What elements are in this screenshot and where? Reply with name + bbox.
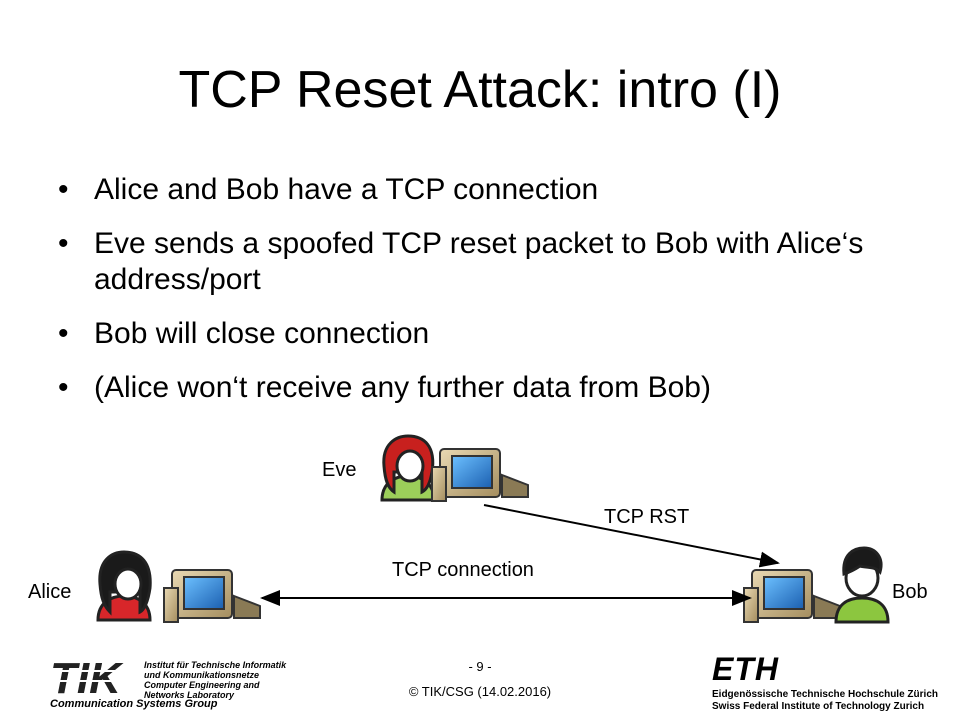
alice-label: Alice — [28, 581, 72, 603]
tcp-rst-label: TCP RST — [604, 506, 690, 528]
bullet-list: Alice and Bob have a TCP connection Eve … — [58, 172, 918, 424]
eve-computer-icon — [431, 448, 529, 502]
tik-institute-text: Institut für Technische Informatik und K… — [144, 660, 286, 700]
eth-logo-text: ETH — [712, 651, 779, 687]
tcp-rst-arrow — [483, 504, 780, 568]
tik-line: Networks Laboratory — [144, 690, 235, 700]
bullet-item: Bob will close connection — [58, 316, 918, 352]
page-number: - 9 - — [468, 659, 492, 674]
eve-person-icon — [380, 434, 436, 502]
eth-institute-text: Eidgenössische Technische Hochschule Zür… — [712, 689, 938, 713]
eve-label: Eve — [322, 459, 357, 481]
tik-group-name: Communication Systems Group — [50, 698, 218, 710]
eth-line: Swiss Federal Institute of Technology Zu… — [712, 701, 925, 712]
copyright-text: © TIK/CSG (14.02.2016) — [408, 684, 552, 699]
tik-line: und Kommunikationsnetze — [144, 670, 260, 680]
tik-line: Institut für Technische Informatik — [144, 660, 287, 670]
bob-person-icon — [834, 546, 890, 624]
bob-label: Bob — [892, 581, 928, 603]
bullet-item: Eve sends a spoofed TCP reset packet to … — [58, 226, 918, 298]
tik-logo-text: TIK — [50, 657, 124, 697]
bullet-item: Alice and Bob have a TCP connection — [58, 172, 918, 208]
tik-logo-icon: TIK — [50, 657, 142, 697]
tcp-connection-label: TCP connection — [392, 559, 534, 581]
eth-line: Eidgenössische Technische Hochschule Zür… — [712, 689, 938, 700]
alice-person-icon — [96, 550, 152, 622]
bob-computer-icon — [743, 569, 841, 623]
slide-title: TCP Reset Attack: intro (I) — [178, 61, 782, 119]
alice-computer-icon — [163, 569, 261, 623]
bullet-item: (Alice won‘t receive any further data fr… — [58, 370, 918, 406]
tik-line: Computer Engineering and — [144, 680, 260, 690]
